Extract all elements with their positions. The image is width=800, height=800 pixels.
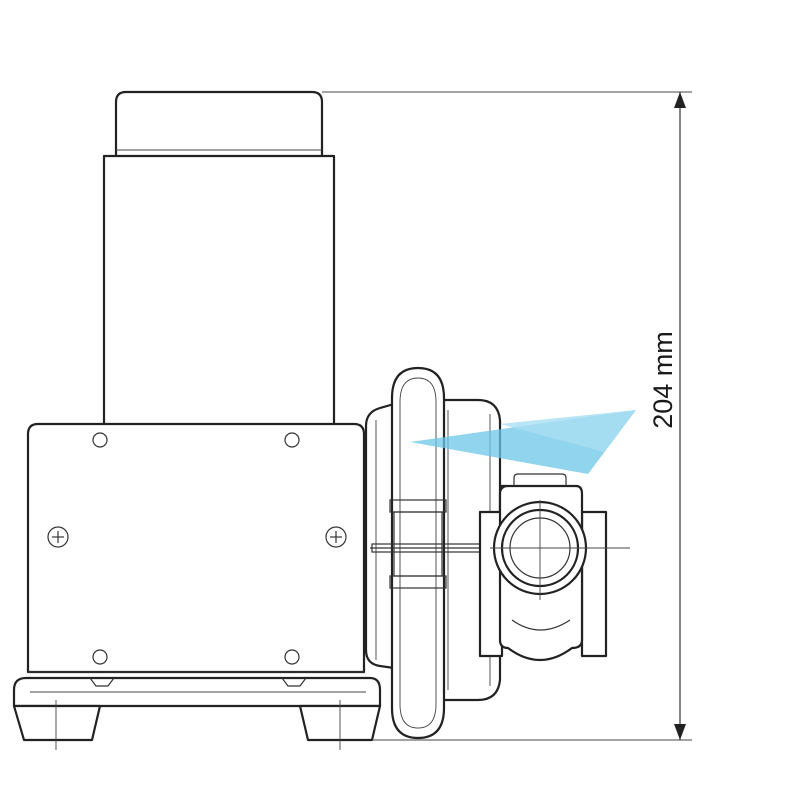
foot-left [12,704,102,742]
arrow-down-icon [674,724,686,740]
control-box [26,422,366,674]
base-plate [12,671,382,742]
blue-highlight [410,410,636,474]
center-lines [55,500,630,750]
screw-left-icon [47,526,69,548]
arrow-up-icon [674,92,686,108]
screw-right-icon [325,526,347,548]
height-dimension-label: 204 mm [648,331,678,429]
motor-top-cap [114,90,324,160]
motor-body [102,154,336,428]
mount-hole-bottom-left [92,649,108,665]
pump-head [370,366,481,740]
port-assembly [478,473,608,662]
mount-hole-bottom-right [284,649,300,665]
pump-flange [364,402,396,670]
mount-hole-top-right [284,432,300,448]
height-dimension: 204 mm [322,91,692,741]
mount-hole-top-left [92,432,108,448]
